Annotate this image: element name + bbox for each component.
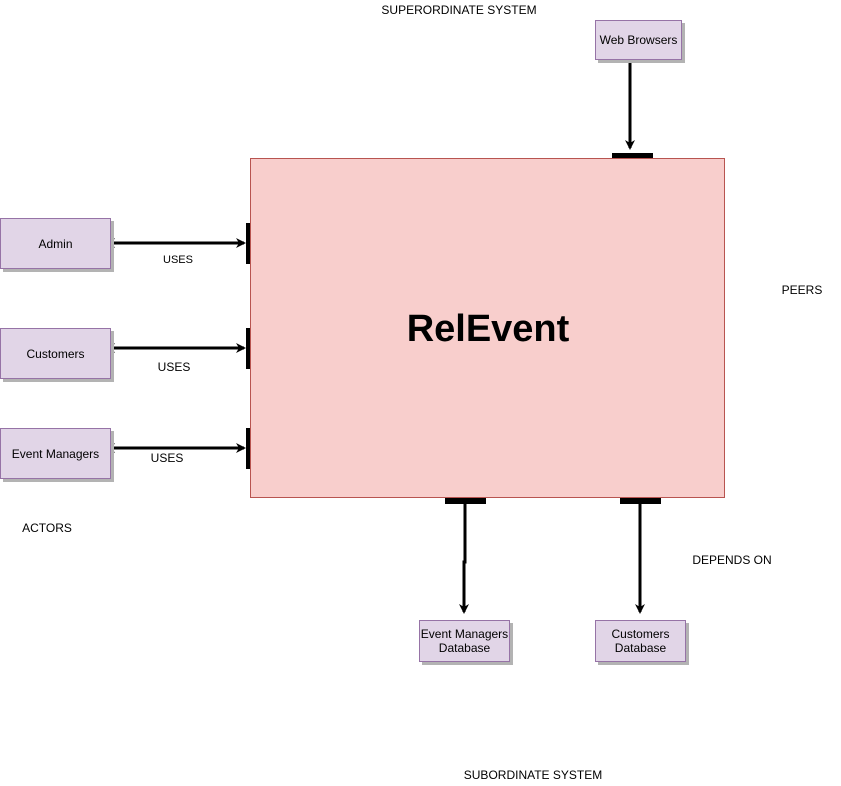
- relevent-system-box[interactable]: [250, 158, 725, 498]
- event-managers-uses-label: USES: [150, 451, 184, 465]
- customers-database-node[interactable]: Customers Database: [595, 620, 686, 662]
- superordinate-system-label: SUPERORDINATE SYSTEM: [381, 3, 537, 17]
- actors-label: ACTORS: [22, 521, 72, 535]
- admin-uses-label: USES: [163, 254, 193, 266]
- peers-label: PEERS: [781, 283, 823, 297]
- depends-on-label: DEPENDS ON: [692, 553, 772, 567]
- admin-node[interactable]: Admin: [0, 218, 111, 269]
- system-title: RelEvent: [406, 308, 570, 350]
- customers-uses-label: USES: [157, 360, 191, 374]
- customers-node[interactable]: Customers: [0, 328, 111, 379]
- event-managers-db-arrow: [459, 504, 469, 614]
- event-managers-node[interactable]: Event Managers: [0, 428, 111, 479]
- event-managers-database-node[interactable]: Event Managers Database: [419, 620, 510, 662]
- subordinate-system-label: SUBORDINATE SYSTEM: [463, 768, 603, 782]
- web-browsers-node[interactable]: Web Browsers: [595, 20, 682, 60]
